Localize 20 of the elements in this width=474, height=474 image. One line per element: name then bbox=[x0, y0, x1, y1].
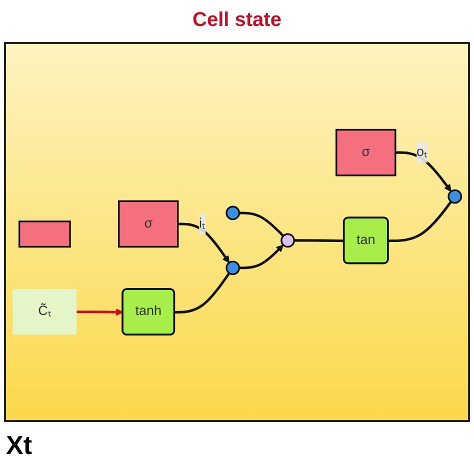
input-label: Xt bbox=[6, 430, 32, 460]
connector bbox=[388, 200, 452, 242]
node-circle bbox=[280, 233, 295, 248]
arrow bbox=[178, 222, 230, 263]
arrow bbox=[76, 308, 124, 316]
edge-label: oₜ bbox=[416, 144, 428, 160]
connector bbox=[174, 272, 230, 314]
edge-label: iₜ bbox=[199, 216, 206, 231]
arrow bbox=[239, 244, 284, 269]
node-circle bbox=[448, 189, 462, 204]
arrow bbox=[395, 151, 452, 192]
node-box: σ bbox=[336, 128, 396, 176]
node-circle bbox=[226, 260, 240, 275]
node-box: σ bbox=[118, 200, 179, 248]
connector bbox=[239, 212, 284, 237]
node-box bbox=[18, 220, 71, 248]
annotation-label: Cell state bbox=[192, 9, 282, 31]
node-box: C̃ₜ bbox=[12, 288, 77, 334]
connector bbox=[294, 238, 344, 242]
node-circle bbox=[226, 206, 240, 220]
